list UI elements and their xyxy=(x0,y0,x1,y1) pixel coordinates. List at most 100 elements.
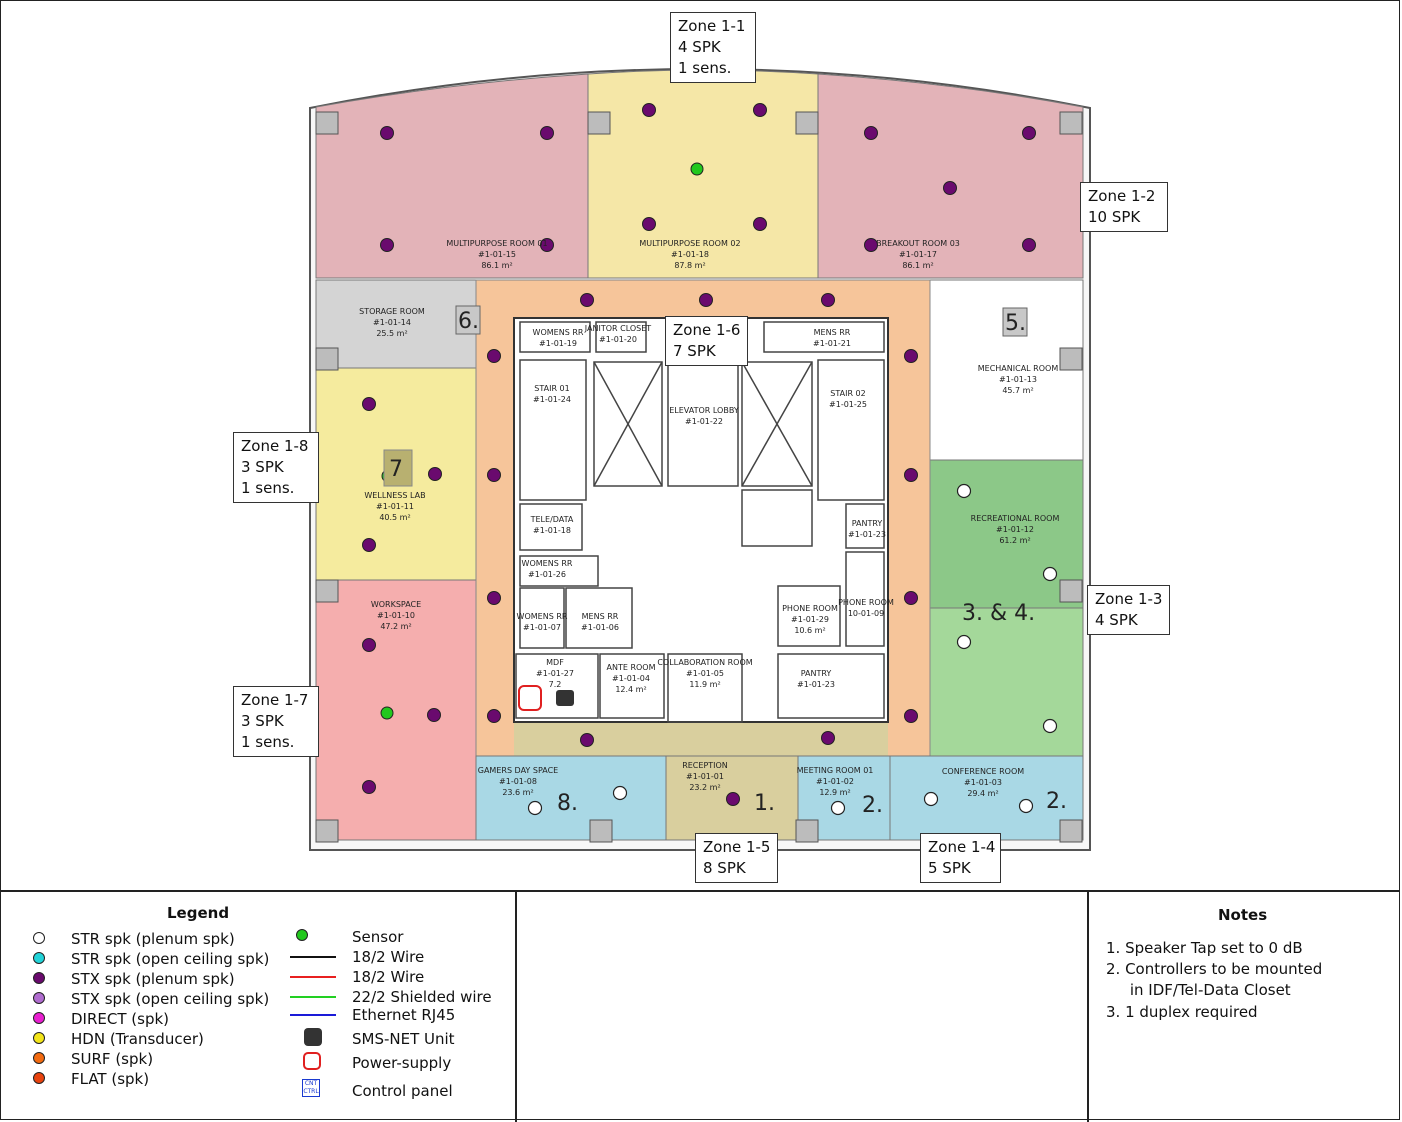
legend-speaker-label: FLAT (spk) xyxy=(71,1070,150,1088)
divider-left xyxy=(515,892,517,1122)
legend-speaker-symbol xyxy=(33,1052,45,1064)
stx-speakers xyxy=(362,103,1036,806)
stx-speaker xyxy=(362,397,376,411)
wire-icon xyxy=(290,976,336,978)
room-label: WOMENS RR#1-01-07 xyxy=(517,612,568,632)
room-label: ELEVATOR LOBBY#1-01-22 xyxy=(669,406,739,426)
legend-speaker-label: SURF (spk) xyxy=(71,1050,154,1068)
legend-speaker-symbol xyxy=(33,952,45,964)
legend-speaker-symbol xyxy=(33,1032,45,1044)
stx-speaker xyxy=(943,181,957,195)
zone-callout-1-3: Zone 1-3 4 SPK xyxy=(1087,585,1170,635)
legend-speaker-label: HDN (Transducer) xyxy=(71,1030,204,1048)
plan-number: 5. xyxy=(1005,311,1026,336)
legend-device-label: Sensor xyxy=(352,928,404,946)
stx-speaker xyxy=(1022,238,1036,252)
notes-title: Notes xyxy=(1218,906,1268,924)
stx-speaker xyxy=(753,217,767,231)
power-supply-icon xyxy=(303,1052,321,1070)
note-item: in IDF/Tel-Data Closet xyxy=(1106,981,1291,999)
zone-callout-1-8: Zone 1-8 3 SPK 1 sens. xyxy=(233,432,319,503)
stx-speaker xyxy=(540,126,554,140)
legend-device-label: 18/2 Wire xyxy=(352,948,425,966)
note-item: 3. 1 duplex required xyxy=(1106,1003,1258,1021)
power-supply-symbol xyxy=(518,685,542,711)
stx-speaker xyxy=(428,467,442,481)
room-storage xyxy=(315,279,477,369)
room-label: PANTRY#1-01-23 xyxy=(848,519,886,539)
stx-speaker xyxy=(864,126,878,140)
stx-speaker xyxy=(904,349,918,363)
legend-speaker-label: DIRECT (spk) xyxy=(71,1010,170,1028)
plan-number: 2. xyxy=(1046,789,1067,814)
room-workspace xyxy=(315,579,477,841)
str-speaker xyxy=(1018,798,1034,814)
str-speaker xyxy=(1042,718,1058,734)
plan-number: 8. xyxy=(557,791,578,816)
stx-speaker xyxy=(821,731,835,745)
str-speaker xyxy=(527,800,543,816)
room-label: STAIR 01#1-01-24 xyxy=(533,384,571,404)
stx-speaker xyxy=(821,293,835,307)
stx-speaker xyxy=(864,238,878,252)
stx-speaker xyxy=(362,780,376,794)
note-item: 1. Speaker Tap set to 0 dB xyxy=(1106,939,1303,957)
legend-device-label: 18/2 Wire xyxy=(352,968,425,986)
legend-speaker-label: STR spk (plenum spk) xyxy=(71,930,235,948)
legend-speaker-label: STR spk (open ceiling spk) xyxy=(71,950,270,968)
stx-speaker xyxy=(540,238,554,252)
stx-speaker xyxy=(427,708,441,722)
str-speaker xyxy=(612,785,628,801)
legend-speaker-symbol xyxy=(33,1072,45,1084)
room-label: JANITOR CLOSET#1-01-20 xyxy=(584,324,652,344)
title-block: Legend STR spk (plenum spk) STR spk (open… xyxy=(0,890,1400,1122)
plan-number: 1. xyxy=(754,791,775,816)
zone-callout-1-2: Zone 1-2 10 SPK xyxy=(1080,182,1168,232)
legend-device-label: Power-supply xyxy=(352,1054,452,1072)
sensor xyxy=(690,162,704,176)
stx-speaker xyxy=(726,792,740,806)
stx-speaker xyxy=(380,238,394,252)
control-panel-icon: CNT CTRL xyxy=(302,1079,320,1097)
room-label: WOMENS RR#1-01-19 xyxy=(533,328,584,348)
room-label: WOMENS RR#1-01-26 xyxy=(522,559,573,579)
sms-net-unit-icon xyxy=(304,1028,322,1046)
str-speaker xyxy=(830,800,846,816)
legend-device-label: 22/2 Shielded wire xyxy=(352,988,492,1006)
sms-net-unit-symbol xyxy=(556,690,574,706)
stx-speaker xyxy=(699,293,713,307)
legend-speaker-label: STX spk (open ceiling spk) xyxy=(71,990,270,1008)
note-item: 2. Controllers to be mounted xyxy=(1106,960,1323,978)
stx-speaker xyxy=(753,103,767,117)
stx-speaker xyxy=(642,103,656,117)
str-speaker xyxy=(1042,566,1058,582)
stx-speaker xyxy=(580,293,594,307)
sensor-icon xyxy=(296,929,308,941)
stx-speaker xyxy=(487,591,501,605)
legend-device-label: Ethernet RJ45 xyxy=(352,1006,456,1024)
legend-title: Legend xyxy=(167,904,230,922)
room-label: MENS RR#1-01-06 xyxy=(581,612,619,632)
legend-device-label: SMS-NET Unit xyxy=(352,1030,455,1048)
legend-speaker-symbol xyxy=(33,972,45,984)
stx-speaker xyxy=(362,538,376,552)
room-gamers-day xyxy=(475,755,667,841)
str-speaker xyxy=(956,634,972,650)
